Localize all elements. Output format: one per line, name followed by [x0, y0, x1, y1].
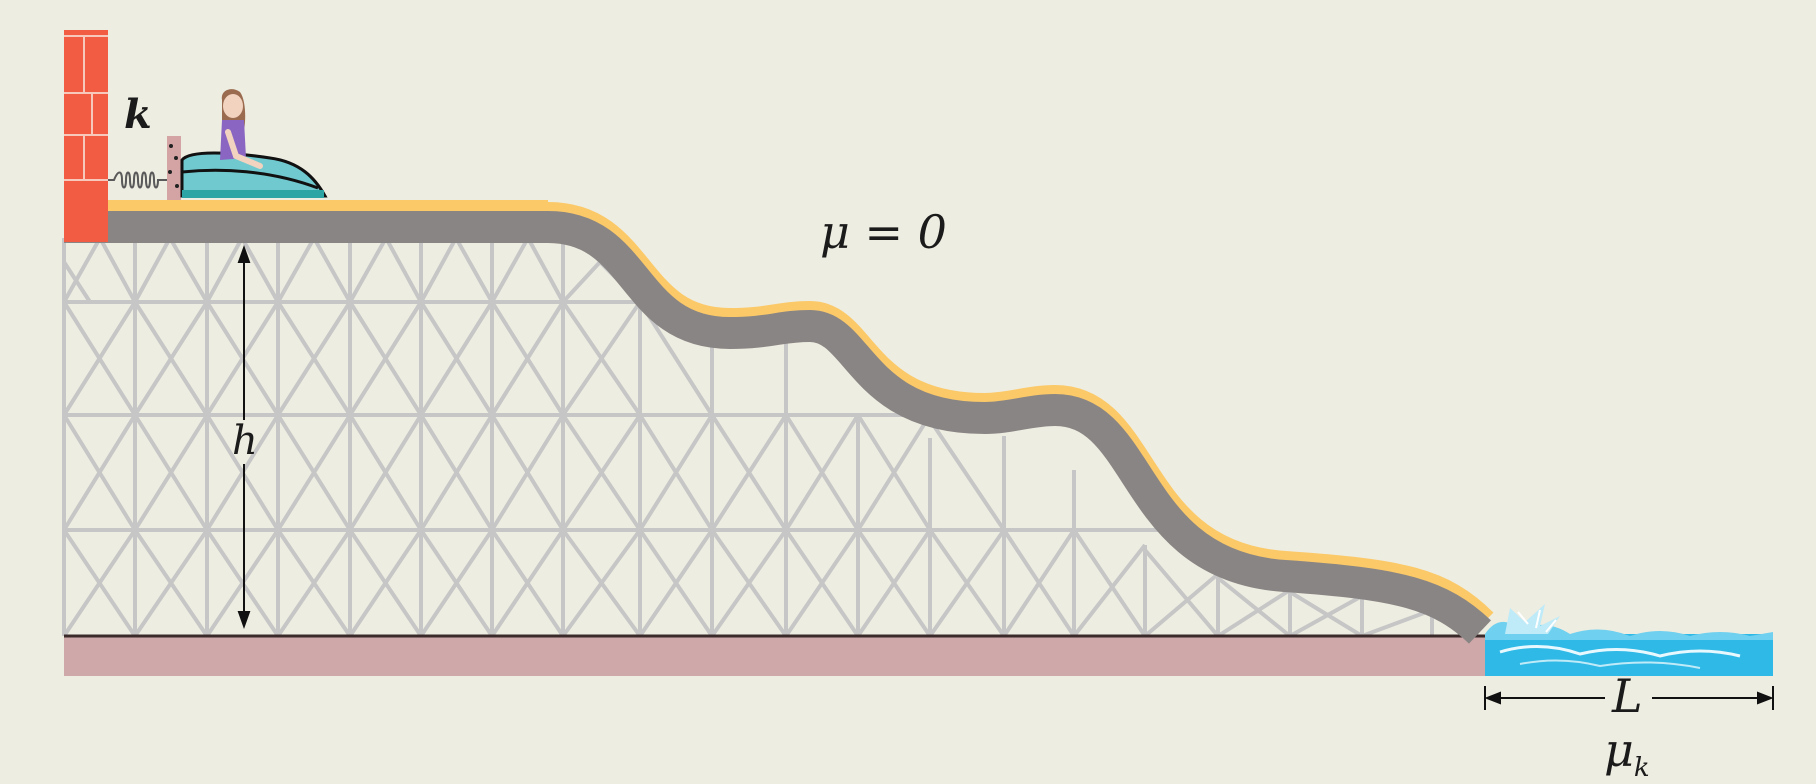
kinetic-friction-subscript: k — [1634, 753, 1650, 783]
pool — [1485, 604, 1773, 676]
kinetic-friction-label: μk — [1604, 723, 1650, 783]
trestle — [62, 236, 1434, 638]
ground — [64, 636, 1485, 676]
spring-constant-label: k — [124, 91, 152, 138]
friction-label: μ = 0 — [820, 205, 947, 259]
rider-icon — [220, 89, 263, 169]
slide-track-body — [64, 211, 1492, 644]
plunger-icon — [167, 136, 181, 200]
brick-wall-icon — [64, 30, 108, 242]
height-label: h — [232, 418, 258, 464]
height-arrow — [237, 245, 251, 629]
length-label: L — [1611, 669, 1643, 723]
track-top-edge — [64, 200, 548, 210]
water-sled-icon — [180, 151, 328, 198]
spring-icon — [108, 171, 168, 189]
kinetic-friction-symbol: μ — [1604, 723, 1634, 777]
length-arrow — [1484, 686, 1774, 710]
